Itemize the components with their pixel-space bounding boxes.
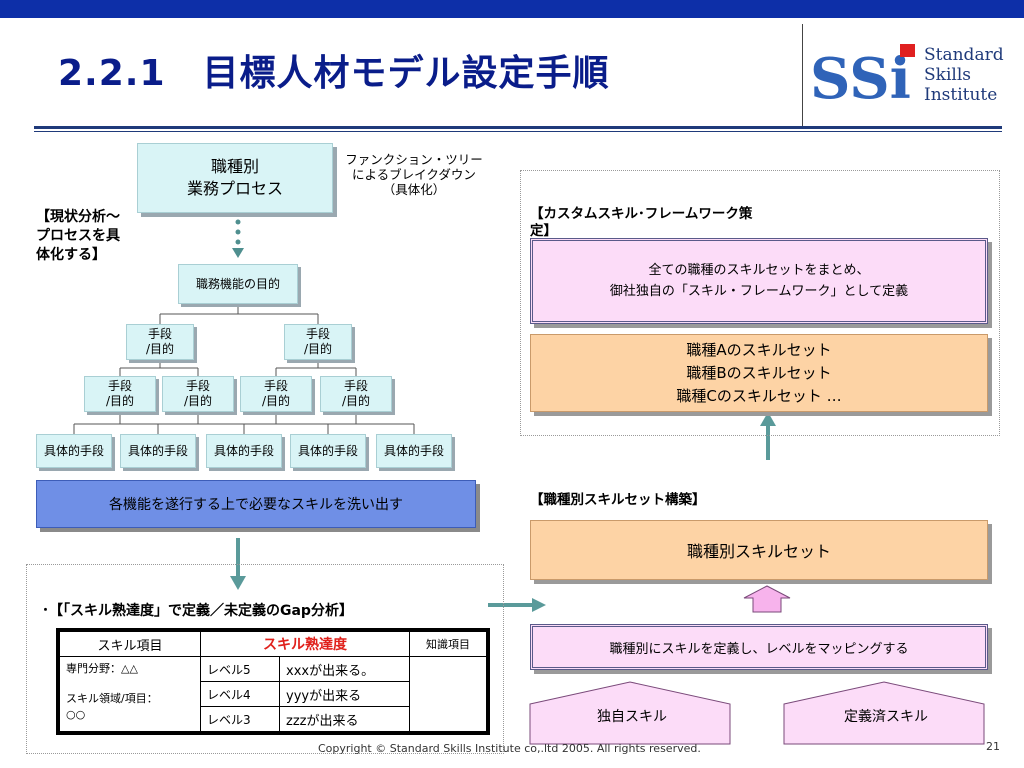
means-box: 手段/目的 xyxy=(84,376,156,412)
purpose-box: 職務機能の目的 xyxy=(178,264,298,304)
ssi-logo: SSi Standard Skills Institute xyxy=(808,40,1008,112)
copyright: Copyright © Standard Skills Institute co… xyxy=(318,742,701,755)
process-box-line2: 業務プロセス xyxy=(186,179,283,198)
level-cell: レベル3 xyxy=(200,706,280,732)
skill-arrows xyxy=(529,681,985,745)
defined-skill-label: 定義済スキル xyxy=(844,709,928,725)
title-rule xyxy=(34,126,1002,129)
means-box: 手段/目的 xyxy=(240,376,312,412)
concrete-box: 具体的手段 xyxy=(36,434,112,468)
gap-heading: ･【「スキル熟達度」で定義／未定義のGap分析】 xyxy=(42,603,353,619)
level-desc: xxxが出来る。 xyxy=(279,656,410,682)
concrete-box: 具体的手段 xyxy=(290,434,366,468)
gap-analysis-panel xyxy=(26,564,504,754)
means-box: 手段/目的 xyxy=(320,376,392,412)
mapping-box: 職種別にスキルを定義し、レベルをマッピングする xyxy=(530,624,988,670)
logo-line1: Standard xyxy=(924,45,1004,65)
header-skill: スキル項目 xyxy=(59,631,201,657)
means-box: 手段/目的 xyxy=(284,324,352,360)
framework-panel xyxy=(520,170,1000,436)
custom-framework-label: 【カスタムスキル･フレームワーク策 定】 xyxy=(530,206,753,239)
skill-cell: 専門分野：△△ スキル領域/項目： ○○ xyxy=(59,656,201,732)
logo-line2: Skills xyxy=(924,65,971,85)
concrete-box: 具体的手段 xyxy=(206,434,282,468)
logo-letters: SSi xyxy=(810,46,911,106)
process-box-line1: 職種別 xyxy=(210,157,259,176)
page-number: 21 xyxy=(986,740,1000,753)
slide-title: 2.2.1 目標人材モデル設定手順 xyxy=(58,53,610,94)
logo-divider xyxy=(802,24,803,128)
means-box: 手段/目的 xyxy=(126,324,194,360)
knowledge-cell xyxy=(409,656,487,732)
skillset-a: 職種Aのスキルセット xyxy=(686,340,832,359)
logo-line3: Institute xyxy=(924,85,997,105)
means-box: 手段/目的 xyxy=(162,376,234,412)
function-tree-note: ファンクション・ツリー によるブレイクダウン （具体化） xyxy=(345,152,483,197)
own-skill-label: 独自スキル xyxy=(597,709,667,725)
skillset-c: 職種Cのスキルセット … xyxy=(676,386,842,405)
build-label: 【職種別スキルセット構築】 xyxy=(530,492,706,508)
top-bar xyxy=(0,0,1024,18)
level-cell: レベル4 xyxy=(200,681,280,707)
extract-skills-box: 各機能を遂行する上で必要なスキルを洗い出す xyxy=(36,480,476,528)
gap-table: スキル項目 スキル熟達度 知識項目 専門分野：△△ スキル領域/項目： ○○ レ… xyxy=(56,628,490,735)
header-level: スキル熟達度 xyxy=(200,631,410,657)
level-cell: レベル5 xyxy=(200,656,280,682)
header-knowledge: 知識項目 xyxy=(409,631,487,657)
concrete-box: 具体的手段 xyxy=(120,434,196,468)
concrete-box: 具体的手段 xyxy=(376,434,452,468)
gap-table-grid: スキル項目 スキル熟達度 知識項目 専門分野：△△ スキル領域/項目： ○○ レ… xyxy=(59,631,487,732)
current-analysis-label: 【現状分析～ プロセスを具 体化する】 xyxy=(36,209,120,263)
level-desc: yyyが出来る xyxy=(279,681,410,707)
process-box: 職種別 業務プロセス xyxy=(137,143,333,213)
title-rule-thin xyxy=(34,131,1002,132)
skillset-stack: 職種Aのスキルセット 職種Bのスキルセット 職種Cのスキルセット … xyxy=(530,334,988,412)
level-desc: zzzが出来る xyxy=(279,706,410,732)
skillset-b: 職種Bのスキルセット xyxy=(686,363,832,382)
framework-box: 全ての職種のスキルセットをまとめ、 御社独自の「スキル・フレームワーク」として定… xyxy=(530,238,988,324)
job-skillset-box: 職種別スキルセット xyxy=(530,520,988,580)
